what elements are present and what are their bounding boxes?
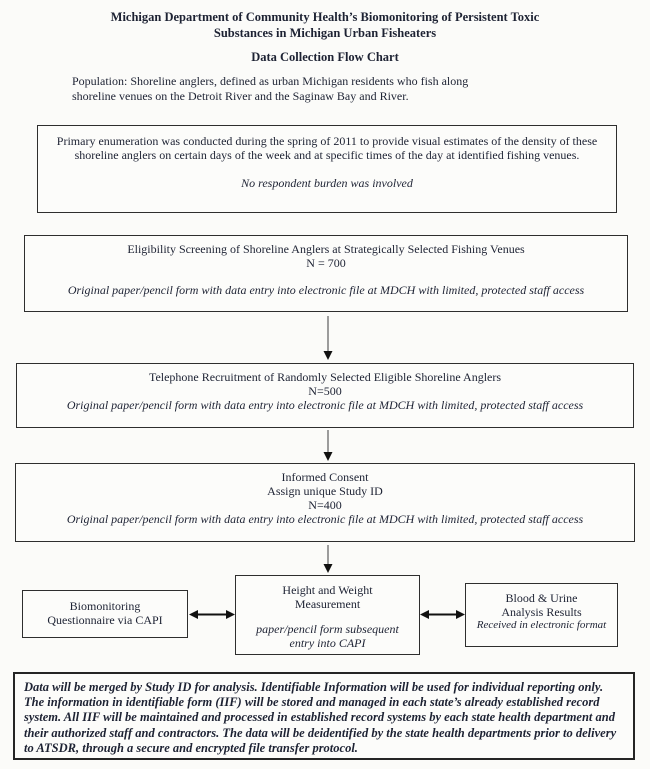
- consent-box: Informed Consent Assign unique Study ID …: [15, 463, 635, 542]
- eligibility-n: N = 700: [306, 256, 346, 270]
- data-policy-box: Data will be merged by Study ID for anal…: [13, 672, 635, 760]
- consent-line-1: Informed Consent: [281, 470, 369, 484]
- eligibility-title: Eligibility Screening of Shoreline Angle…: [127, 242, 525, 256]
- population-line-2: shoreline venues on the Detroit River an…: [72, 89, 409, 103]
- blood-urine-box: Blood & Urine Analysis Results Received …: [465, 583, 618, 647]
- double-arrow-icon: [420, 608, 465, 621]
- population-line-1: Population: Shoreline anglers, defined a…: [72, 74, 469, 88]
- questionnaire-box: Biomonitoring Questionnaire via CAPI: [22, 590, 188, 638]
- enumeration-box: Primary enumeration was conducted during…: [37, 125, 617, 213]
- questionnaire-line-2: Questionnaire via CAPI: [47, 613, 163, 627]
- double-arrow-icon: [189, 608, 235, 621]
- telephone-note: Original paper/pencil form with data ent…: [66, 398, 584, 412]
- flow-down-arrow-icon: [322, 430, 334, 462]
- telephone-box: Telephone Recruitment of Randomly Select…: [16, 363, 634, 428]
- blood-note: Received in electronic format: [476, 619, 607, 631]
- page-subtitle: Data Collection Flow Chart: [251, 50, 399, 64]
- data-policy-text: Data will be merged by Study ID for anal…: [24, 680, 617, 755]
- consent-n: N=400: [308, 498, 342, 512]
- enumeration-body: Primary enumeration was conducted during…: [56, 134, 598, 162]
- eligibility-note: Original paper/pencil form with data ent…: [67, 283, 585, 297]
- measurement-box: Height and Weight Measurement paper/penc…: [235, 575, 420, 655]
- page-title-line-1: Michigan Department of Community Health’…: [110, 10, 540, 24]
- flow-down-arrow-icon: [322, 316, 334, 361]
- blood-line-1: Blood & Urine: [505, 591, 578, 605]
- eligibility-box: Eligibility Screening of Shoreline Angle…: [24, 235, 628, 312]
- consent-note: Original paper/pencil form with data ent…: [66, 512, 584, 526]
- measurement-note: paper/pencil form subsequent entry into …: [256, 622, 399, 650]
- blood-line-2: Analysis Results: [501, 605, 582, 619]
- consent-line-2: Assign unique Study ID: [267, 484, 383, 498]
- telephone-n: N=500: [308, 384, 342, 398]
- measurement-line-1: Height and Weight: [282, 583, 373, 597]
- page-title-line-2: Substances in Michigan Urban Fisheaters: [213, 26, 437, 40]
- flow-down-arrow-icon: [322, 545, 334, 574]
- enumeration-note: No respondent burden was involved: [241, 176, 413, 190]
- questionnaire-line-1: Biomonitoring: [69, 599, 141, 613]
- measurement-line-2: Measurement: [294, 597, 361, 611]
- telephone-title: Telephone Recruitment of Randomly Select…: [148, 370, 502, 384]
